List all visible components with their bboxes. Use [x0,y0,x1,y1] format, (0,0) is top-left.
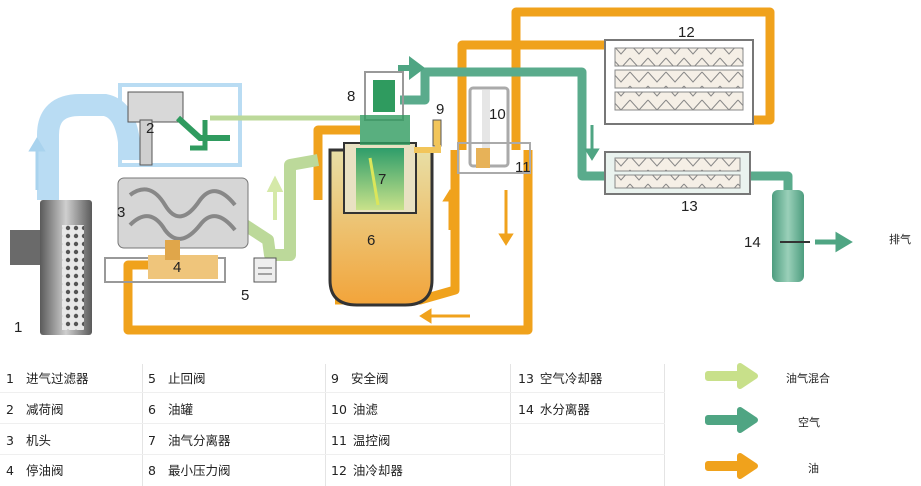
min-pressure-valve [360,56,425,145]
legend-divider [510,364,511,486]
label-4: 4 [173,259,181,276]
legend-divider [664,364,665,486]
oil-cooler [604,39,754,125]
label-13: 13 [681,198,698,215]
label-7: 7 [378,171,386,188]
thermostatic-valve [457,142,531,174]
air-key-arrow [705,407,758,433]
label-14: 14 [744,234,761,251]
oil-key-arrow [705,453,758,479]
legend-row-divider [0,423,665,424]
air-piping [400,67,793,195]
flow-key-air: 空气 [798,416,820,429]
airend [117,177,249,249]
legend-divider [325,364,326,486]
check-valve [253,175,284,283]
label-11: 11 [515,159,531,176]
exhaust-arrow [815,231,853,253]
mix-key-arrow [705,363,758,389]
oil-direction-arrows [419,189,514,324]
oil-stop-valve [104,240,226,283]
label-6: 6 [367,232,375,249]
flow-key-mix: 油气混合 [786,372,830,385]
air-out-arrow [398,56,425,80]
legend-row-divider [0,454,665,455]
air-cooler [584,125,751,195]
legend-row-divider [0,392,665,393]
label-8: 8 [347,88,355,105]
oil-separator [343,142,417,214]
intake-arrow [28,137,46,190]
safety-valve [414,119,442,153]
air-down-arrow [584,125,600,161]
flow-key-oil: 油 [808,462,819,475]
compressor-flow-diagram: 1 2 3 4 5 6 7 8 9 10 11 12 13 14 排气 [10,7,911,336]
label-2: 2 [146,120,154,137]
oil-piping [123,7,775,335]
mix-arrow [266,175,284,220]
label-9: 9 [436,101,444,118]
label-1: 1 [14,319,22,336]
exhaust-label: 排气 [889,232,911,246]
label-5: 5 [241,287,249,304]
intake-filter [10,200,92,335]
intake-duct [37,94,141,200]
mix-piping [241,154,320,261]
water-separator [772,190,853,282]
flow-key-arrows [705,363,758,479]
label-3: 3 [117,204,125,221]
label-12: 12 [678,24,695,41]
label-10: 10 [489,106,506,123]
legend-divider [142,364,143,486]
unloader-valve [118,83,360,167]
